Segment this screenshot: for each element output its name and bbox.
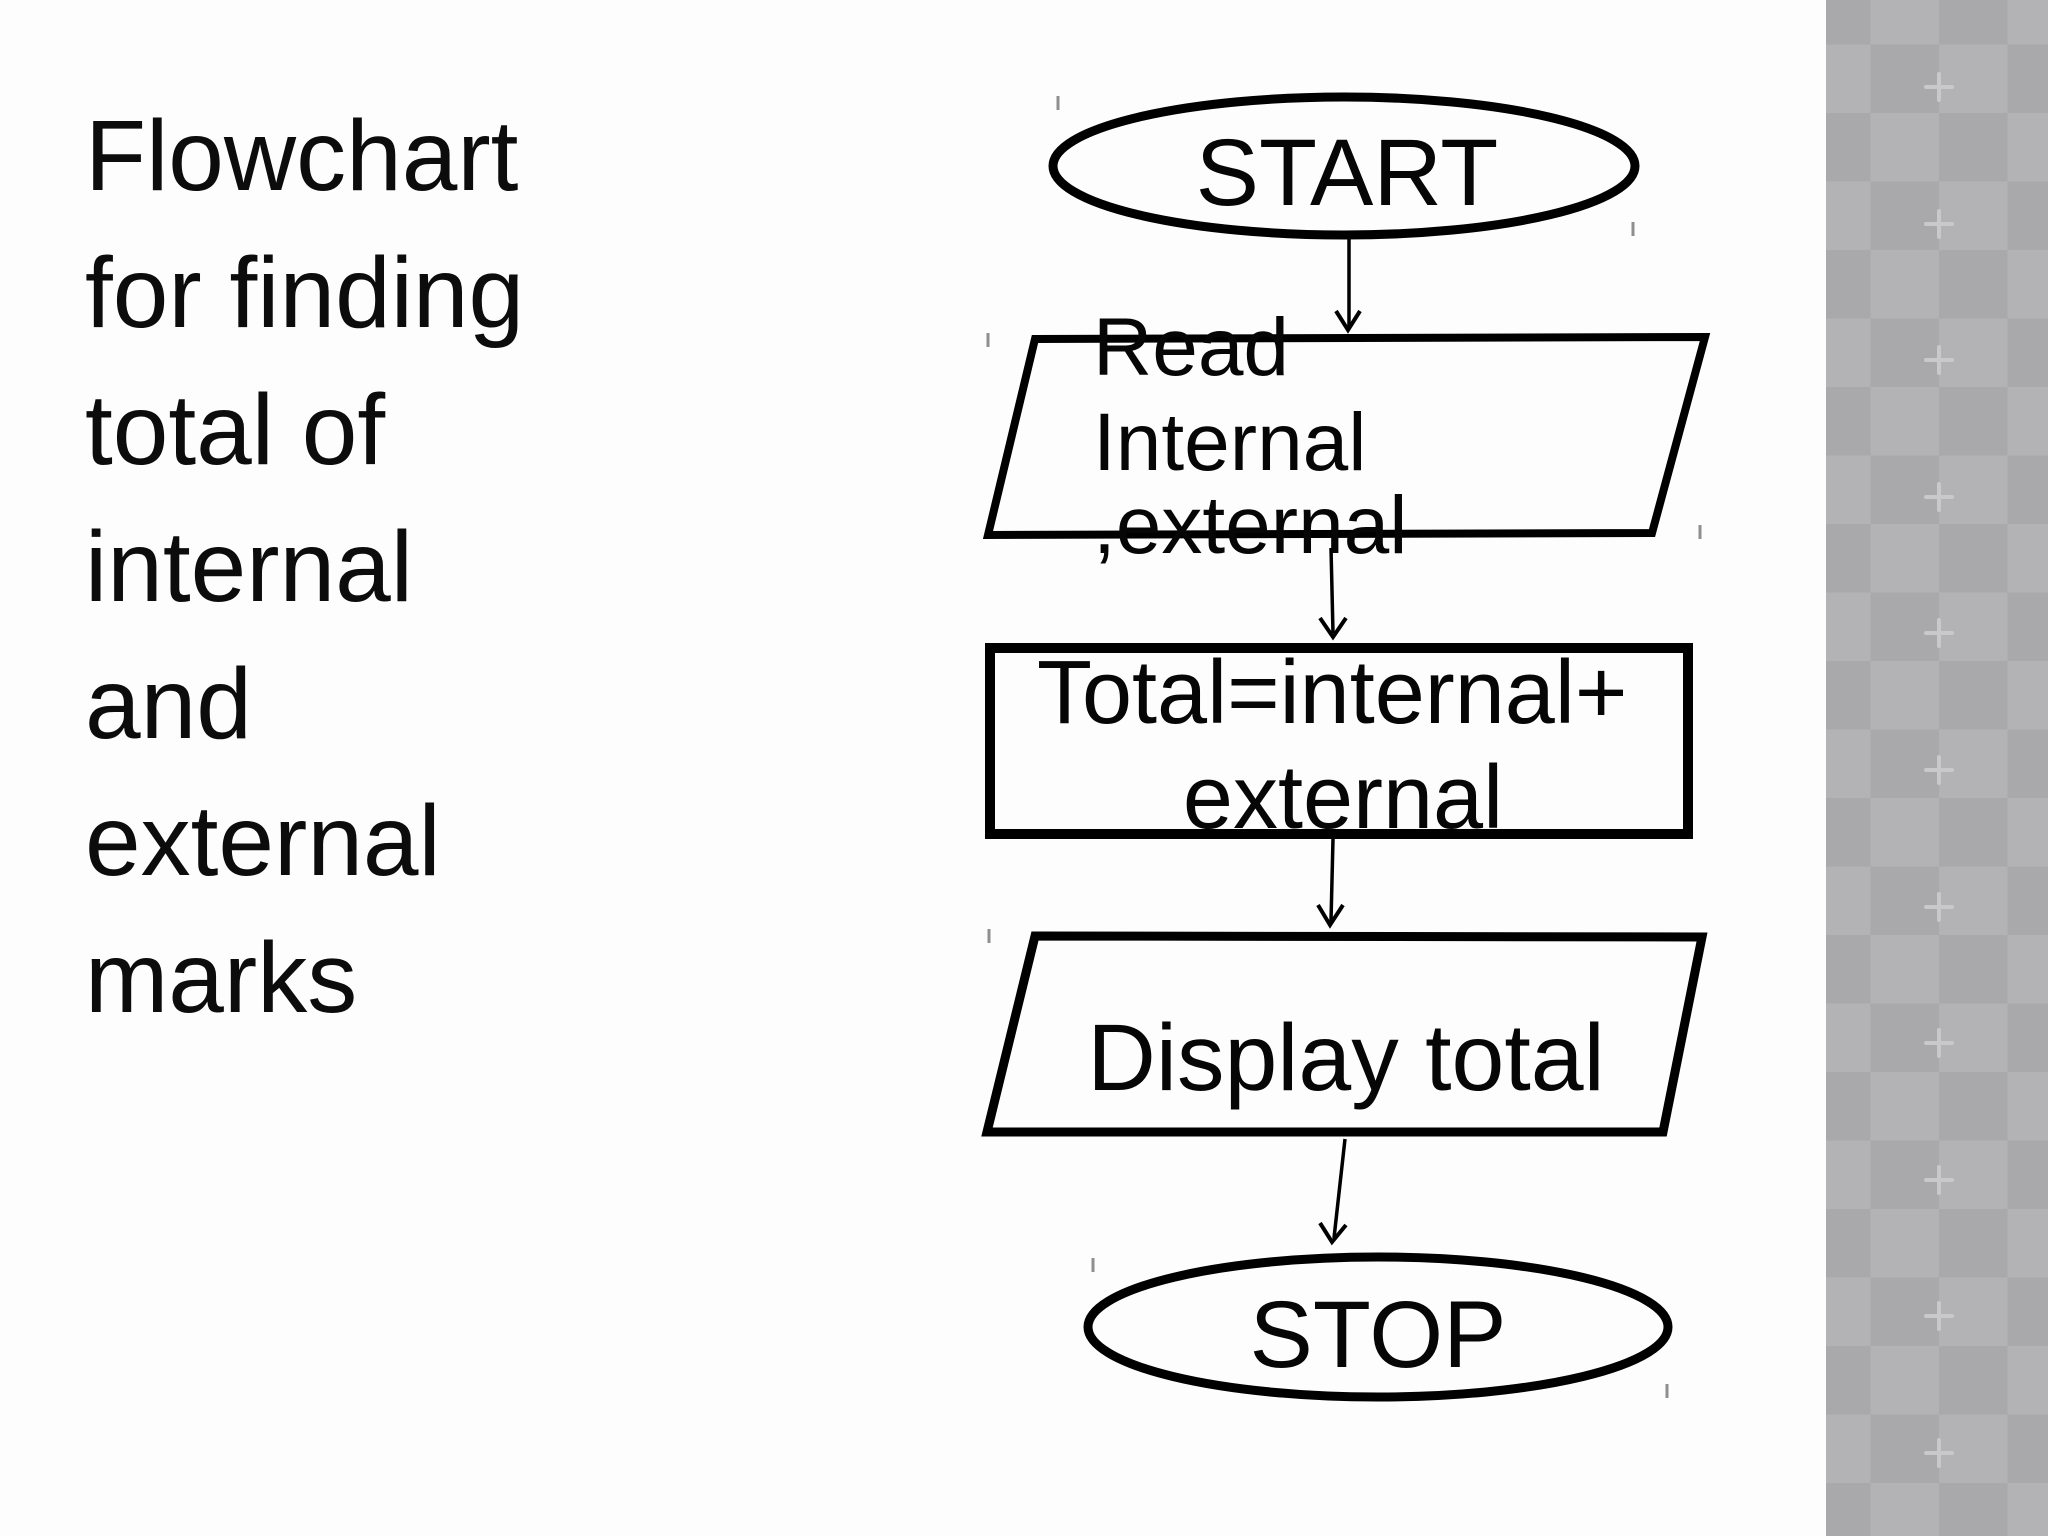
arrow-start-to-read bbox=[1334, 237, 1362, 334]
sparkle-icon bbox=[1924, 618, 1954, 648]
title-line: external bbox=[85, 785, 441, 897]
arrow-read-to-total bbox=[1318, 547, 1348, 641]
slide-title: Flowchart for finding total of internal and e… bbox=[85, 88, 645, 1047]
corner-tick-marks bbox=[986, 96, 1702, 1398]
start-label: START bbox=[1196, 120, 1499, 226]
sparkle-icon bbox=[1924, 1028, 1954, 1058]
title-line: marks bbox=[85, 922, 358, 1034]
title-line: and bbox=[85, 648, 252, 760]
flowchart-node-stop: STOP bbox=[1083, 1252, 1673, 1402]
title-line: for finding bbox=[85, 237, 525, 349]
sparkle-icon bbox=[1924, 892, 1954, 922]
stop-label: STOP bbox=[1250, 1282, 1507, 1388]
sparkle-icon bbox=[1924, 1438, 1954, 1468]
read-label-line3: ,external bbox=[1093, 480, 1408, 571]
sparkle-icon bbox=[1924, 209, 1954, 239]
title-line: internal bbox=[85, 511, 413, 623]
sparkle-icon bbox=[1924, 1301, 1954, 1331]
read-label-line2: Internal bbox=[1093, 397, 1367, 488]
flowchart-node-read-input: Read Internal ,external bbox=[982, 302, 1711, 571]
decorative-sidebar bbox=[1826, 0, 2048, 1536]
read-label-line1: Read bbox=[1093, 302, 1289, 393]
sparkle-icon bbox=[1924, 72, 1954, 102]
arrow-total-to-display bbox=[1316, 838, 1345, 929]
title-line: Flowchart bbox=[85, 100, 519, 212]
flowchart-node-start: START bbox=[1048, 92, 1640, 240]
display-label: Display total bbox=[1087, 1005, 1604, 1111]
total-label-line1: Total=internal+ bbox=[1037, 643, 1627, 743]
arrow-display-to-stop bbox=[1318, 1138, 1348, 1246]
sparkle-icon bbox=[1924, 1165, 1954, 1195]
sparkle-icon bbox=[1924, 755, 1954, 785]
title-line: total of bbox=[85, 374, 386, 486]
total-label-line2: external bbox=[1183, 748, 1503, 848]
sparkle-icon bbox=[1924, 345, 1954, 375]
flowchart-node-process-total: Total=internal+ external bbox=[985, 643, 1693, 848]
flowchart-node-display-output: Display total bbox=[981, 931, 1708, 1137]
sparkle-icon bbox=[1924, 482, 1954, 512]
